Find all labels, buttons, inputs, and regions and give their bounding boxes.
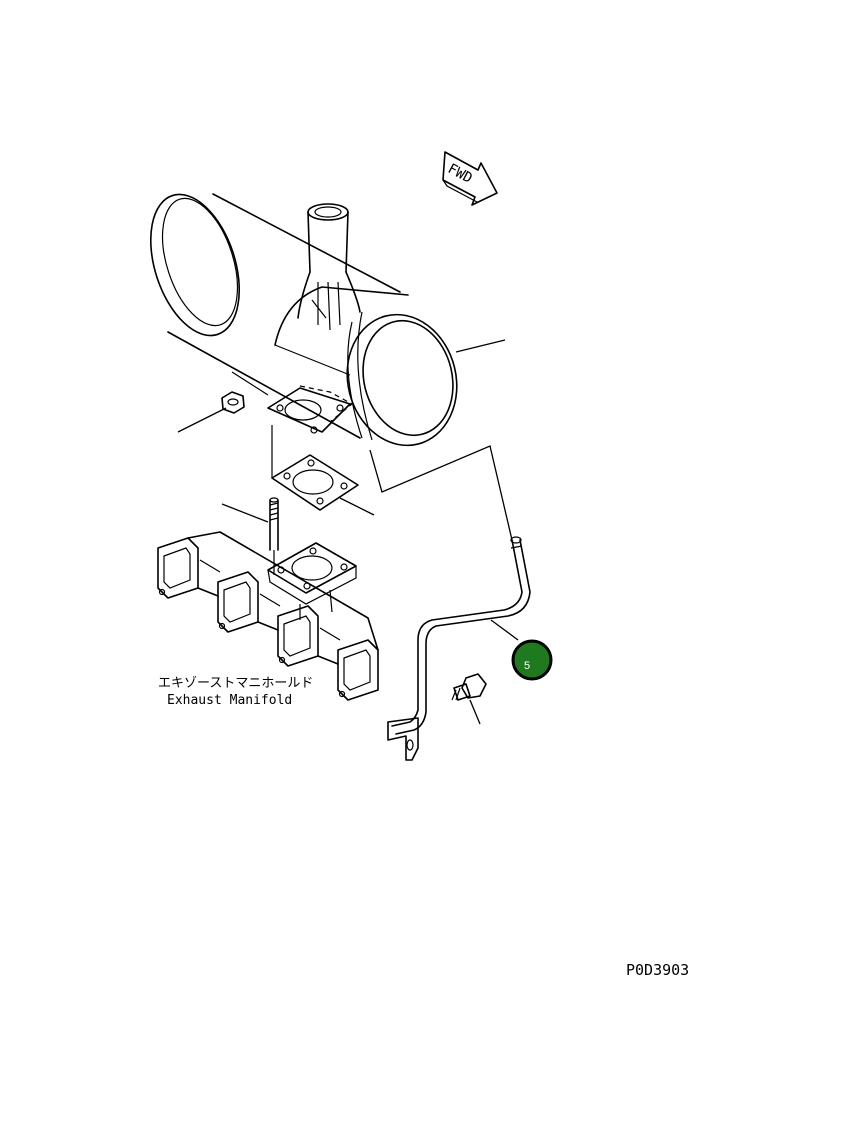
manifold-label-en: Exhaust Manifold — [167, 693, 292, 708]
exhaust-manifold — [157, 531, 379, 701]
callout-5[interactable]: 5 — [511, 639, 553, 681]
drawing-number: P0D3903 — [626, 961, 689, 979]
gasket — [271, 425, 375, 516]
manifold-port-4 — [337, 639, 379, 701]
callout-5-marker[interactable] — [511, 639, 553, 681]
manifold-port-3 — [277, 605, 319, 667]
clamp-leader — [369, 445, 513, 541]
tube — [387, 536, 531, 761]
stud — [221, 497, 279, 575]
fwd-arrow: FWD — [442, 151, 498, 206]
muffler — [149, 193, 458, 447]
stack-pipe — [297, 203, 361, 331]
manifold-port-1 — [157, 537, 199, 599]
manifold-port-2 — [217, 571, 259, 633]
bolt — [451, 673, 487, 725]
nut — [177, 391, 245, 433]
manifold-label-jp: エキゾーストマニホールド — [158, 676, 313, 691]
callout-5-number: 5 — [524, 660, 530, 672]
muffler-leader — [455, 339, 506, 353]
